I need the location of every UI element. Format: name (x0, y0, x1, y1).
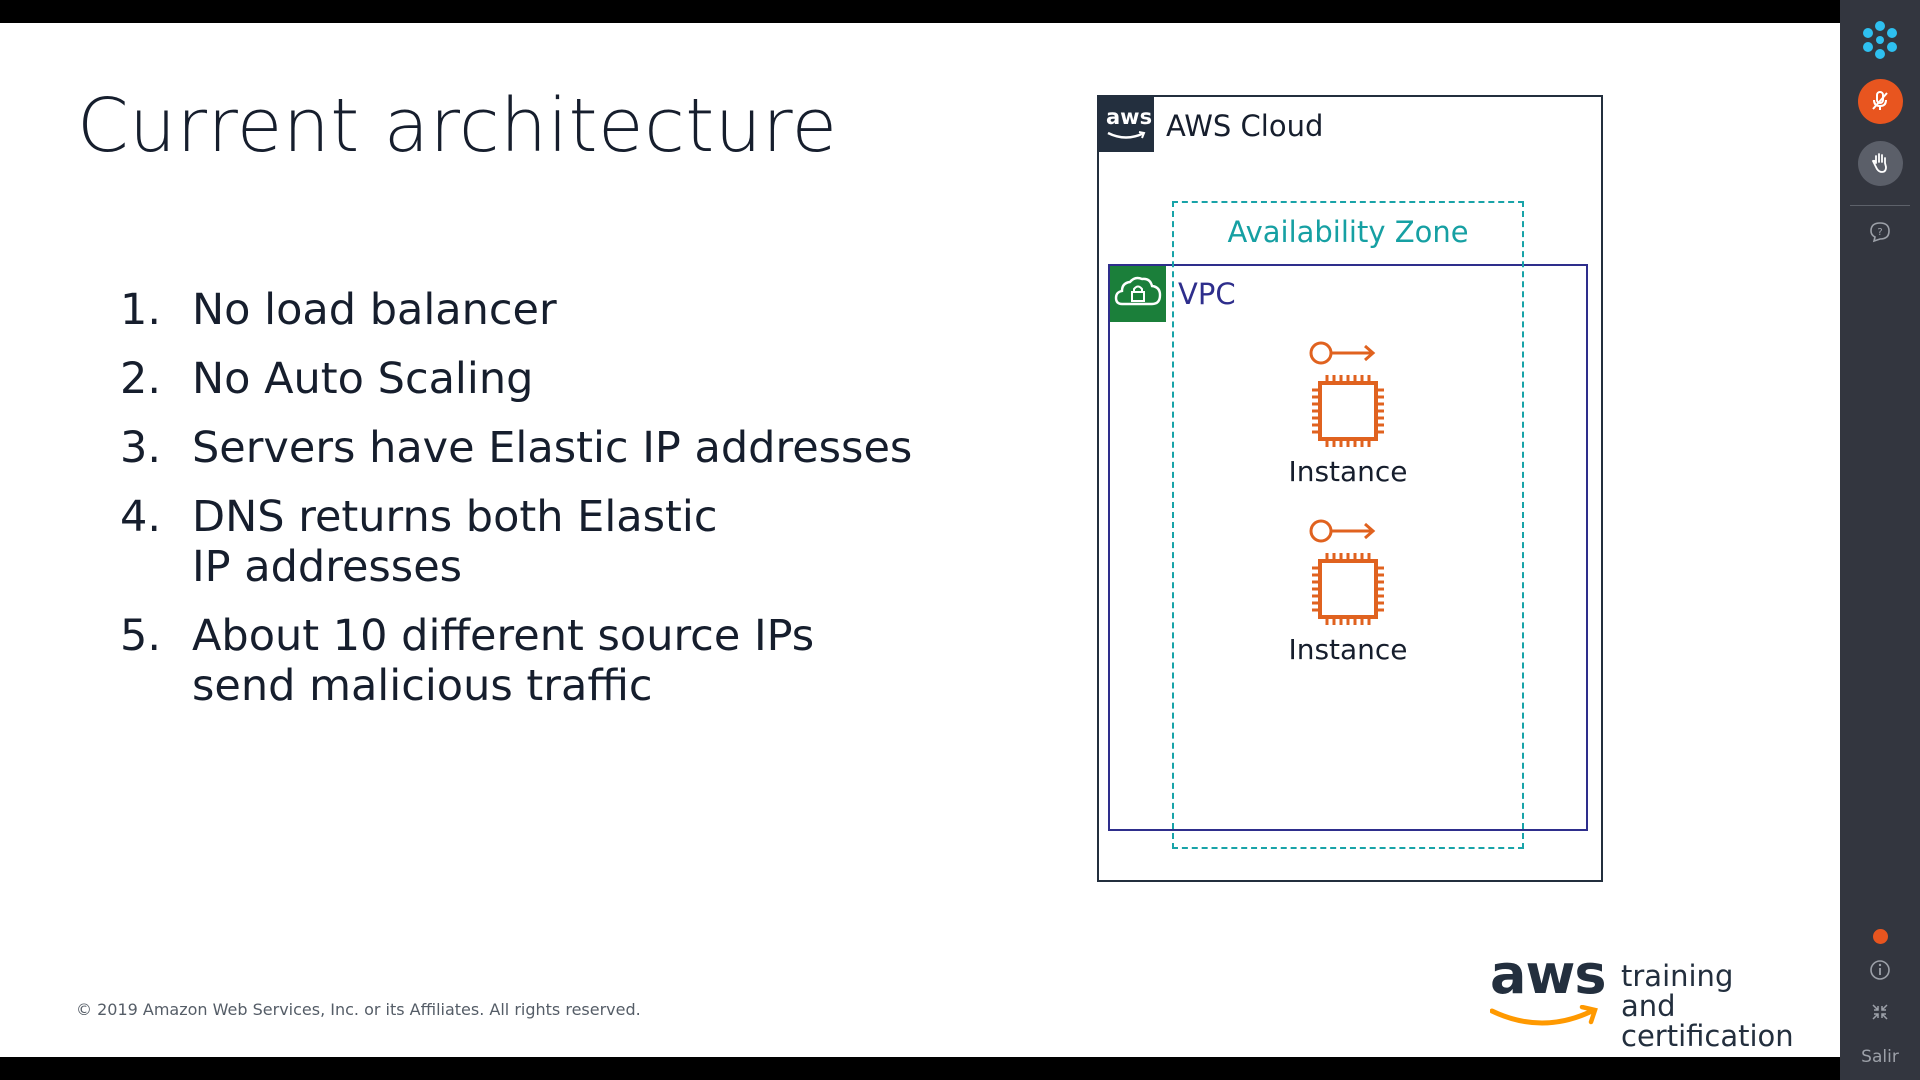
vpc-group: VPC (1108, 264, 1588, 831)
help-icon: ? (1870, 222, 1890, 243)
ec2-instance-icon (1309, 519, 1384, 625)
list-item: 2. No Auto Scaling (120, 354, 920, 404)
list-item-text: Servers have Elastic IP addresses (192, 423, 913, 473)
aws-logo-text: aws (1490, 943, 1606, 1006)
list-item-number: 1. (120, 285, 162, 335)
help-button[interactable]: ? (1840, 220, 1920, 244)
info-button[interactable] (1840, 958, 1920, 982)
vpc-cloud-lock-icon (1110, 266, 1166, 322)
aws-cloud-group: aws AWS Cloud (1097, 95, 1603, 882)
collapse-icon (1872, 1004, 1888, 1020)
list-item-number: 2. (120, 354, 162, 404)
collapse-button[interactable] (1840, 1002, 1920, 1022)
list-item: 1. No load balancer (120, 285, 920, 335)
availability-zone-group: Availability Zone (1172, 201, 1524, 849)
recording-dot-icon (1840, 926, 1920, 946)
list-item: 3. Servers have Elastic IP addresses (120, 423, 920, 473)
list-item-number: 4. (120, 492, 162, 542)
list-item-text: DNS returns both Elastic IP addresses (192, 492, 718, 592)
numbered-list: 1. No load balancer 2. No Auto Scaling 3… (120, 285, 920, 730)
list-item-number: 5. (120, 611, 162, 661)
list-item-text: About 10 different source IPs send malic… (192, 611, 815, 711)
copyright-notice: © 2019 Amazon Web Services, Inc. or its … (76, 1000, 641, 1019)
aws-training-logo: aws training and certification (1490, 943, 1794, 1051)
aws-cloud-icon: aws (1099, 97, 1154, 152)
list-item: 4. DNS returns both Elastic IP addresses (120, 492, 920, 592)
brand-tagline: training and certification (1621, 959, 1794, 1053)
microphone-muted-icon (1872, 91, 1888, 110)
exit-button[interactable]: Salir (1861, 1047, 1899, 1067)
ec2-instance: Instance (1268, 341, 1428, 488)
letterbox-top (0, 0, 1840, 23)
list-item-number: 3. (120, 423, 162, 473)
slide: Current architecture 1. No load balancer… (0, 23, 1840, 1057)
aws-cloud-label: AWS Cloud (1166, 109, 1324, 143)
snowflake-logo-icon[interactable] (1840, 18, 1920, 62)
letterbox-bottom (0, 1057, 1840, 1080)
vpc-label: VPC (1178, 277, 1236, 311)
aws-smile-icon (1490, 1005, 1598, 1026)
instance-label: Instance (1288, 455, 1408, 488)
instance-label: Instance (1288, 633, 1408, 666)
list-item-text: No Auto Scaling (192, 354, 534, 404)
svg-text:?: ? (1877, 227, 1882, 238)
info-icon (1870, 960, 1890, 980)
ec2-instance-icon (1309, 341, 1384, 447)
sidebar-divider (1850, 205, 1910, 206)
page-title: Current architecture (77, 83, 838, 169)
availability-zone-label: Availability Zone (1227, 215, 1469, 249)
raise-hand-icon (1871, 153, 1887, 173)
meeting-sidebar: ? Salir (1840, 0, 1920, 1080)
microphone-muted-button[interactable] (1840, 78, 1920, 124)
ec2-instance: Instance (1268, 519, 1428, 666)
raise-hand-button[interactable] (1840, 140, 1920, 186)
list-item-text: No load balancer (192, 285, 557, 335)
list-item: 5. About 10 different source IPs send ma… (120, 611, 920, 711)
